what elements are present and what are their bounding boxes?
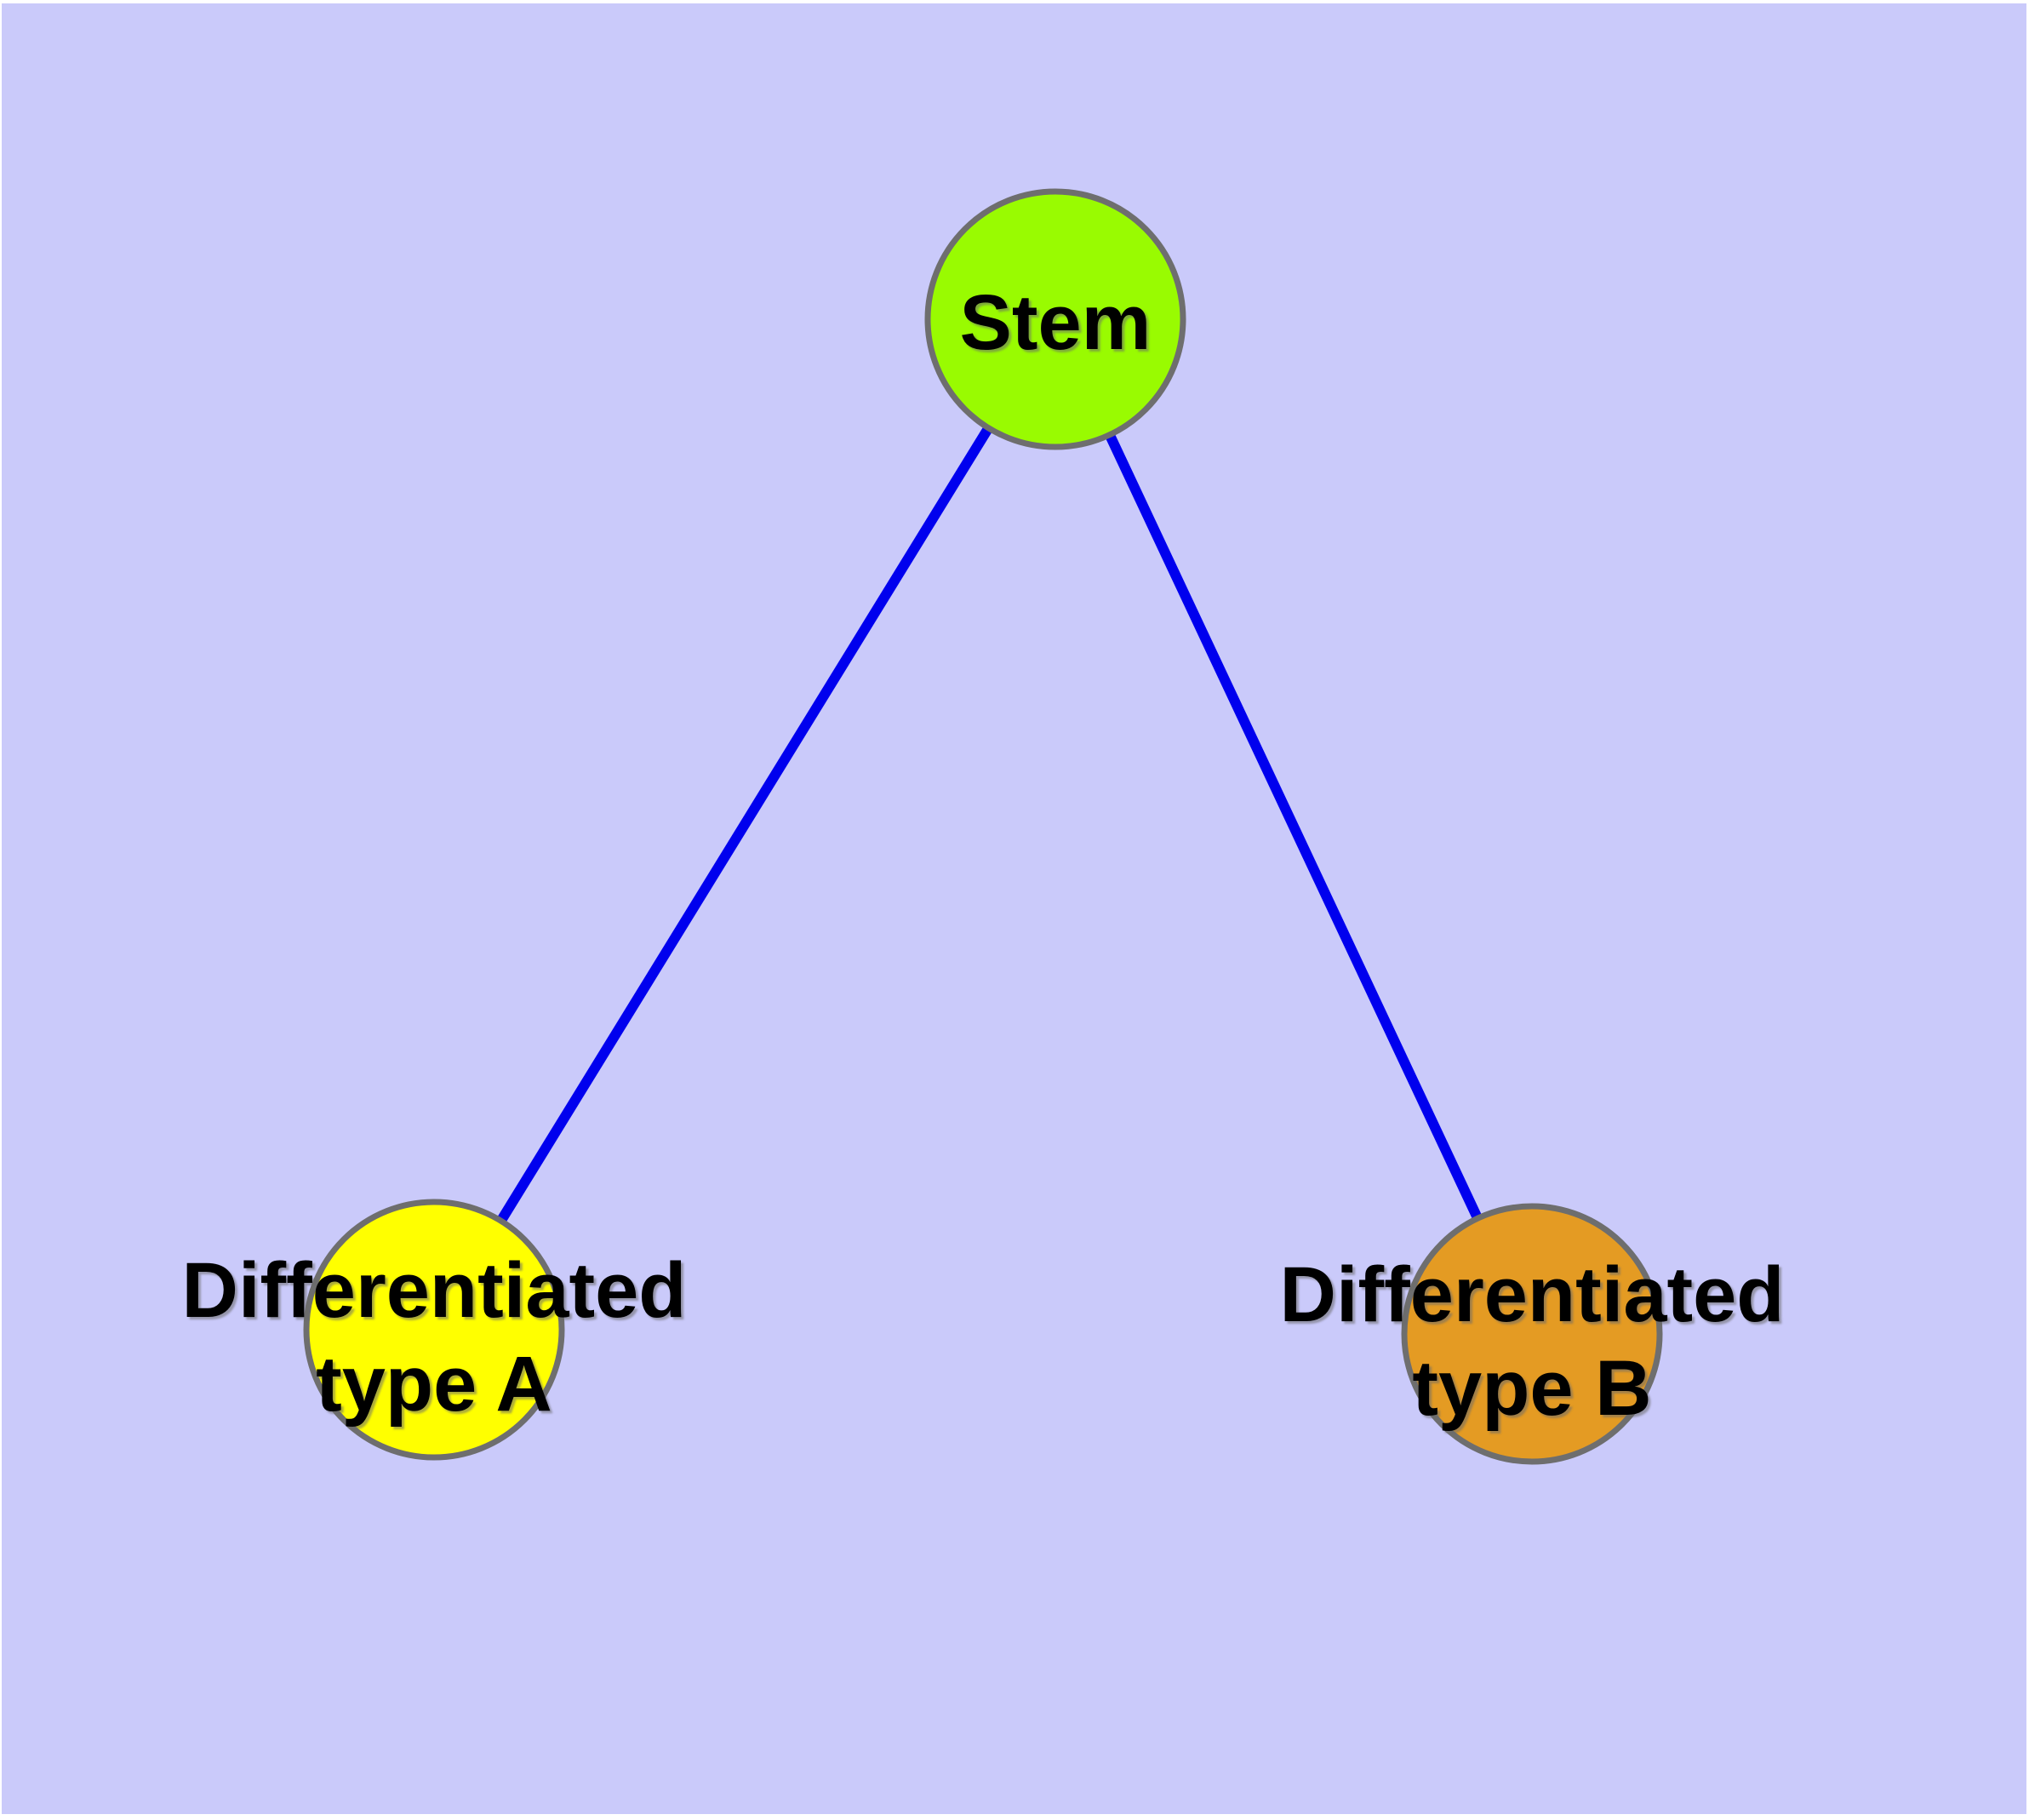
node-differentiated-type-b bbox=[1401, 1203, 1663, 1465]
node-stem bbox=[924, 188, 1186, 450]
node-differentiated-type-a bbox=[303, 1199, 565, 1461]
edge-stem-to-differentiated-type-b bbox=[1050, 317, 1537, 1336]
edge-stem-to-differentiated-type-a bbox=[429, 316, 1060, 1333]
node-label-stem: Stem bbox=[960, 279, 1152, 366]
